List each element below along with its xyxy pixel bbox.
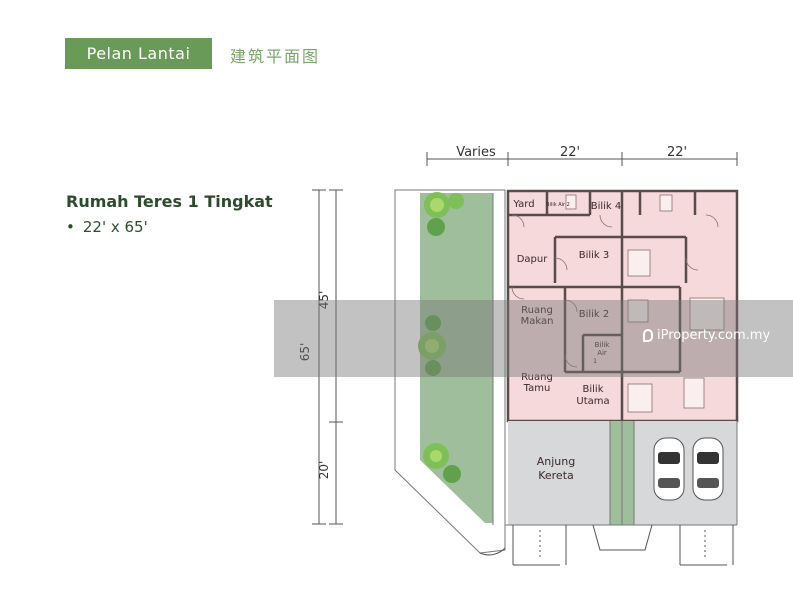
house-type-title: Rumah Teres 1 Tingkat — [66, 192, 273, 211]
label-ruang-makan-2: Makan — [521, 316, 554, 327]
dim-20: 20' — [317, 461, 331, 480]
side-lawn — [420, 193, 493, 523]
chinese-title: 建筑平面图 — [230, 47, 321, 66]
bullet: • — [66, 218, 75, 236]
watermark: iProperty.com.my — [643, 328, 770, 343]
interior-walls — [506, 189, 739, 423]
label-ruang-tamu-1: Ruang — [521, 372, 553, 383]
label-anjung-1: Anjung — [537, 455, 575, 468]
label-bilik-4: Bilik 4 — [591, 201, 622, 212]
watermark-text: iProperty.com.my — [657, 328, 771, 343]
car-icon — [692, 437, 724, 501]
tree-icon — [423, 443, 461, 483]
label-ruang-makan-1: Ruang — [521, 305, 553, 316]
dim-45: 45' — [317, 291, 331, 310]
label-bilik-utama-1: Bilik — [583, 384, 604, 395]
side-dimension-lines — [312, 189, 343, 525]
front-gates — [479, 524, 734, 566]
label-bilik-2: Bilik 2 — [579, 309, 610, 320]
watermark-band — [274, 300, 793, 377]
label-bilik-utama-2: Utama — [576, 396, 609, 407]
dim-22-left: 22' — [560, 145, 580, 160]
label-bilik-3: Bilik 3 — [579, 250, 610, 261]
top-dimension-lines — [426, 152, 738, 166]
car-icon — [653, 437, 685, 501]
dim-varies: Varies — [456, 145, 496, 160]
furniture — [565, 194, 725, 413]
floor-plan-badge: Pelan Lantai — [65, 38, 212, 69]
tree-icon — [418, 315, 446, 376]
label-yard: Yard — [512, 199, 534, 210]
label-bilik-air-1b: Air — [597, 349, 607, 357]
porch-lines — [505, 421, 738, 526]
house-size: • 22' x 65' — [66, 218, 148, 236]
label-ruang-tamu-2: Tamu — [523, 383, 551, 394]
room-labels: Yard Bilik Air 2 Bilik 4 Dapur Bilik 3 R… — [512, 199, 621, 482]
label-dapur: Dapur — [517, 254, 549, 265]
label-bilik-air-1a: Bilik — [595, 341, 611, 349]
label-anjung-2: Kereta — [538, 469, 574, 482]
house-size-value: 22' x 65' — [82, 218, 148, 236]
car-porch-left — [508, 421, 610, 525]
tree-icon — [424, 192, 464, 236]
label-bilik-air-1c: 1 — [593, 358, 597, 365]
label-bilik-air-2: Bilik Air 2 — [546, 202, 570, 208]
dim-22-right: 22' — [667, 145, 687, 160]
dim-65: 65' — [298, 343, 312, 362]
door-swings — [511, 214, 719, 368]
location-pin-icon — [643, 329, 653, 342]
